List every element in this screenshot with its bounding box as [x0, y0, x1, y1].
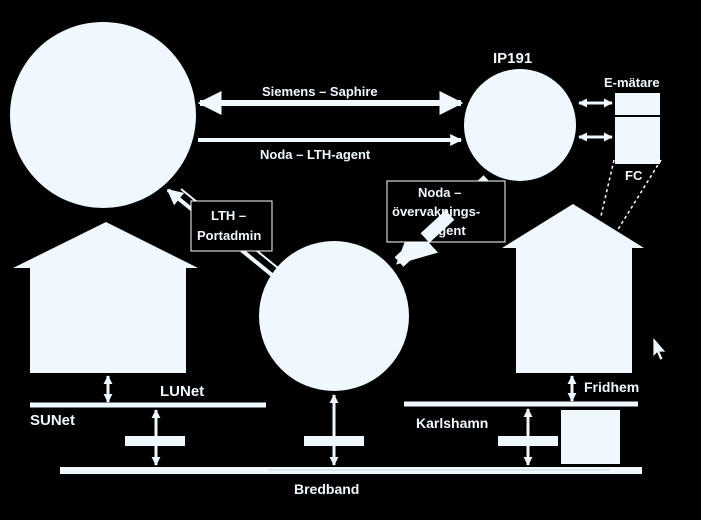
- lth-portadmin-box: [190, 200, 273, 252]
- lunet-label: LUNet: [160, 383, 204, 400]
- noda-overvakning-label-2: övervaknings-: [392, 204, 480, 219]
- large-server-circle: [10, 22, 196, 208]
- bredband-label: Bredband: [294, 481, 359, 497]
- e-matare-box: [615, 93, 660, 115]
- sunet-label: SUNet: [30, 412, 75, 429]
- siemens-saphire-label: Siemens – Saphire: [262, 84, 378, 99]
- noda-overvakning-arrow-overlay: [420, 210, 455, 243]
- e-matare-label: E-mätare: [604, 75, 660, 90]
- fridhem-label: Fridhem: [584, 379, 639, 395]
- noda-overvakning-label-3: agent: [431, 223, 466, 238]
- lunet-house: [13, 222, 198, 373]
- fc-label: FC: [625, 168, 643, 183]
- fridhem-house: [502, 204, 644, 373]
- karlshamn-box: [561, 410, 620, 464]
- mouse-cursor-icon: [652, 335, 667, 361]
- router-bar-right: [498, 436, 558, 446]
- karlshamn-label: Karlshamn: [416, 415, 488, 431]
- noda-overvakning-label-1: Noda –: [418, 185, 461, 200]
- noda-lth-agent-label: Noda – LTH-agent: [260, 147, 371, 162]
- router-bar-center: [304, 436, 364, 446]
- lth-portadmin-label-2: Portadmin: [197, 228, 261, 243]
- router-bar-left: [125, 436, 185, 446]
- fc-box: [615, 117, 660, 164]
- ip191-circle: [464, 69, 576, 181]
- fc-dashed-line: [616, 159, 662, 232]
- center-circle: [259, 241, 409, 391]
- ip191-label: IP191: [493, 50, 532, 67]
- fc-dashed-line: [600, 159, 615, 217]
- lth-portadmin-label-1: LTH –: [211, 208, 246, 223]
